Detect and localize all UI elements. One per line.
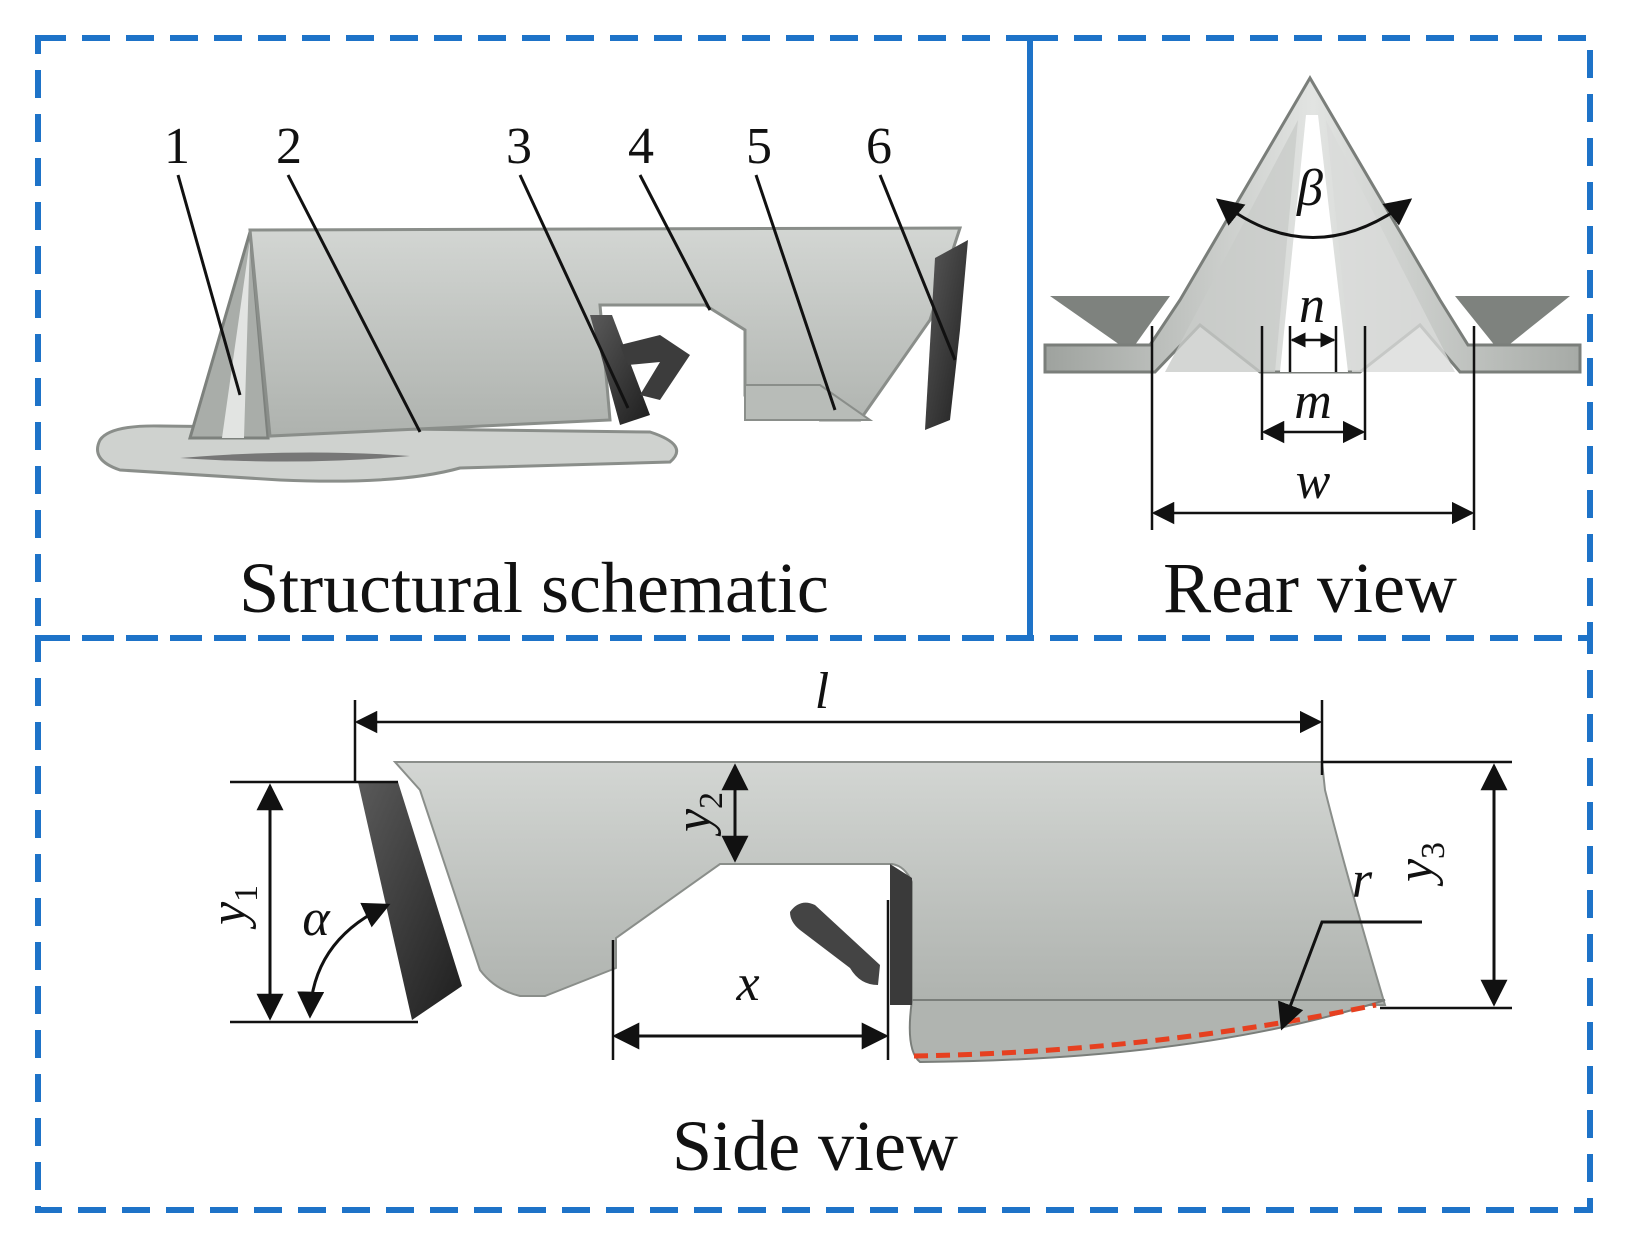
structural-panel: 1 2 3 4 5 6 Structural schematic <box>96 118 968 628</box>
leader-4 <box>638 174 712 311</box>
part-label-6: 6 <box>866 118 892 175</box>
alpha-arc <box>297 902 391 1019</box>
dim-y1-group <box>230 780 418 1024</box>
leader-3 <box>518 174 630 409</box>
leader-6 <box>878 174 957 361</box>
r-leader <box>1277 920 1422 1031</box>
y1-label: y1 <box>200 885 265 930</box>
w-label: w <box>1296 453 1331 510</box>
side-main-plate <box>392 761 1387 1006</box>
y1-letter: y <box>200 901 257 930</box>
rear-caption: Rear view <box>1163 548 1457 628</box>
y2-letter: y <box>665 808 722 837</box>
rear-panel: β n m w Rear view <box>1043 75 1582 628</box>
front-triangle-inner <box>222 240 250 438</box>
rear-slot <box>1280 115 1348 372</box>
y1-subscript: 1 <box>228 885 265 902</box>
y3-subscript: 3 <box>1415 842 1452 859</box>
beta-label: β <box>1296 160 1323 217</box>
base-plate <box>96 424 679 483</box>
side-front-blade <box>358 782 462 1020</box>
part-leaders <box>176 174 957 433</box>
dark-hook <box>620 335 690 400</box>
r-label: r <box>1352 852 1373 909</box>
rear-inner-right <box>1326 120 1455 372</box>
dim-y3-group <box>1322 760 1512 1010</box>
rear-extension-lines <box>1150 326 1476 530</box>
y3-label: y3 <box>1387 842 1452 887</box>
dark-blade-6 <box>925 240 968 430</box>
part-label-4: 4 <box>628 118 654 175</box>
rear-left-wing <box>1050 296 1170 352</box>
x-label: x <box>735 955 759 1012</box>
n-label: n <box>1299 277 1325 334</box>
part-label-3: 3 <box>506 118 532 175</box>
side-window-edge <box>890 864 912 1005</box>
rear-inner-left <box>1165 120 1298 372</box>
y2-subscript: 2 <box>693 792 730 809</box>
leader-1 <box>176 174 242 396</box>
side-base-plate <box>908 999 1386 1064</box>
side-hook <box>790 902 880 985</box>
leader-2 <box>286 174 422 433</box>
part-label-2: 2 <box>276 118 302 175</box>
base-slot <box>180 452 410 462</box>
rear-flap <box>744 384 874 421</box>
side-panel: l y1 α y2 x y3 <box>200 663 1512 1186</box>
rear-right-wing <box>1455 296 1570 352</box>
side-frame <box>35 635 1593 1213</box>
r-arc <box>913 1002 1377 1059</box>
part-label-5: 5 <box>746 118 772 175</box>
y3-letter: y <box>1387 858 1444 887</box>
panel-frames <box>35 35 1593 1213</box>
side-caption: Side view <box>672 1106 958 1186</box>
part-label-1: 1 <box>164 118 190 175</box>
m-label: m <box>1294 373 1332 430</box>
structural-caption: Structural schematic <box>239 548 829 628</box>
leader-5 <box>754 174 837 411</box>
dark-blade-3 <box>590 315 650 425</box>
rear-frame <box>1027 35 1593 641</box>
l-label: l <box>815 663 829 720</box>
alpha-label: α <box>302 890 331 947</box>
beta-arc <box>1215 198 1413 239</box>
y2-label: y2 <box>665 792 730 837</box>
